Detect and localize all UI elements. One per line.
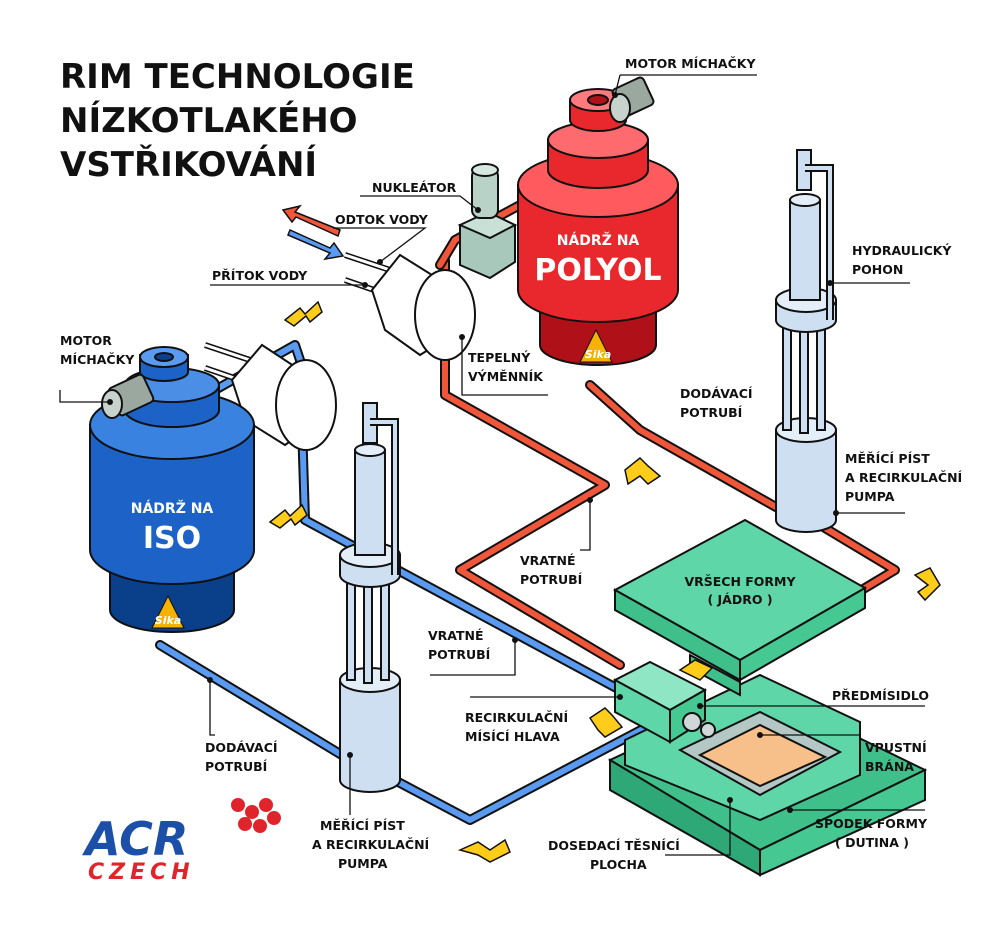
title-line-3: VSTŘIKOVÁNÍ: [60, 144, 317, 185]
mold-top-label-2: ( JÁDRO ): [707, 592, 772, 607]
label-meric-right-2: A RECIRKULAČNÍ: [845, 470, 963, 485]
title-line-2: NÍZKOTLAKÉHO: [60, 100, 358, 141]
polyol-tank-label-1: NÁDRŽ NA: [557, 232, 640, 249]
metering-pump-left: [339, 402, 401, 793]
arrow-2: [268, 503, 308, 529]
title-line-1: RIM TECHNOLOGIE: [60, 57, 415, 97]
polyol-mixer-motor: [609, 76, 655, 123]
iso-tank-label-2: ISO: [143, 521, 201, 556]
label-tepelny-2: VÝMĚNNÍK: [468, 369, 544, 384]
label-pritok-vody: PŘÍTOK VODY: [212, 268, 308, 283]
label-spodek-1: SPODEK FORMY: [815, 816, 928, 831]
title: RIM TECHNOLOGIE NÍZKOTLAKÉHO VSTŘIKOVÁNÍ: [60, 57, 415, 185]
polyol-tank: NÁDRŽ NA POLYOL Sika: [517, 76, 679, 366]
label-odtok-vody: ODTOK VODY: [335, 212, 429, 227]
arrow-6: [588, 707, 624, 738]
arrow-5: [678, 659, 714, 681]
labels: MOTOR MÍCHAČKY NUKLEÁTOR ODTOK VODY PŘÍT…: [60, 56, 963, 872]
nucleator: [457, 163, 518, 280]
svg-text:Sika: Sika: [585, 348, 611, 361]
arrow-7: [457, 838, 511, 863]
metering-pump-right: [775, 149, 837, 533]
label-dodavaci-left-1: DODÁVACÍ: [205, 740, 278, 755]
label-meric-right-1: MĚŘÍCÍ PÍST: [845, 451, 930, 466]
label-tepelny-1: TEPELNÝ: [468, 350, 531, 365]
arrow-pritok: [287, 228, 345, 261]
acr-czech-logo: ACR CZECH: [82, 798, 281, 885]
label-motor-top: MOTOR MÍCHAČKY: [625, 56, 756, 71]
label-meric-left-3: PUMPA: [338, 856, 388, 871]
arrow-odtok: [281, 204, 341, 238]
arrow-4: [913, 567, 941, 602]
label-recirk-hlava-1: RECIRKULAČNÍ: [465, 710, 569, 725]
label-vratne-mid-2: POTRUBÍ: [428, 647, 491, 662]
label-meric-right-3: PUMPA: [845, 489, 895, 504]
logo-acr-text: ACR: [82, 812, 188, 866]
label-dodavaci-right-2: POTRUBÍ: [680, 405, 743, 420]
mold-top: VRŠECH FORMY ( JÁDRO ): [612, 518, 868, 697]
iso-tank: NÁDRŽ NA ISO Sika: [89, 346, 255, 633]
iso-tank-label-1: NÁDRŽ NA: [131, 500, 214, 517]
label-spodek-2: ( DUTINA ): [835, 835, 909, 850]
label-meric-left-2: A RECIRKULAČNÍ: [312, 837, 430, 852]
label-meric-left-1: MĚŘÍCÍ PÍST: [320, 818, 405, 833]
label-recirk-hlava-2: MÍSÍCÍ HLAVA: [465, 729, 560, 744]
svg-text:Sika: Sika: [155, 614, 181, 627]
mold-top-label-1: VRŠECH FORMY: [684, 574, 796, 589]
label-hydraulic-1: HYDRAULICKÝ: [852, 243, 952, 258]
heat-exchanger-top: [344, 252, 476, 361]
label-dodavaci-left-2: POTRUBÍ: [205, 759, 268, 774]
logo-czech-text: CZECH: [88, 860, 195, 885]
flow-arrows: [268, 204, 941, 863]
label-dosedaci-1: DOSEDACÍ TĚSNÍCÍ: [548, 838, 680, 853]
sika-logo-iso: Sika: [151, 594, 185, 629]
label-vratne-top-1: VRATNÉ: [520, 553, 576, 568]
label-nukleator: NUKLEÁTOR: [372, 180, 457, 195]
label-vpustni-1: VPUSTNÍ: [865, 740, 927, 755]
label-vratne-mid-1: VRATNÉ: [428, 628, 484, 643]
label-predmisidlo: PŘEDMÍSIDLO: [832, 688, 929, 703]
arrow-1: [283, 300, 323, 327]
arrow-3: [624, 456, 662, 486]
label-vpustni-2: BRÁNA: [865, 759, 914, 774]
label-hydraulic-2: POHON: [852, 262, 903, 277]
label-vratne-top-2: POTRUBÍ: [520, 572, 583, 587]
polyol-tank-label-2: POLYOL: [534, 253, 661, 288]
label-motor-left-2: MÍCHAČKY: [60, 352, 135, 367]
mixing-head: [612, 660, 716, 744]
label-dodavaci-right-1: DODÁVACÍ: [680, 386, 753, 401]
label-dosedaci-2: PLOCHA: [590, 857, 647, 872]
label-motor-left-1: MOTOR: [60, 333, 112, 348]
sika-logo-polyol: Sika: [579, 328, 613, 363]
logo-dots-icon: [231, 798, 281, 833]
leader-lines: [59, 74, 925, 856]
